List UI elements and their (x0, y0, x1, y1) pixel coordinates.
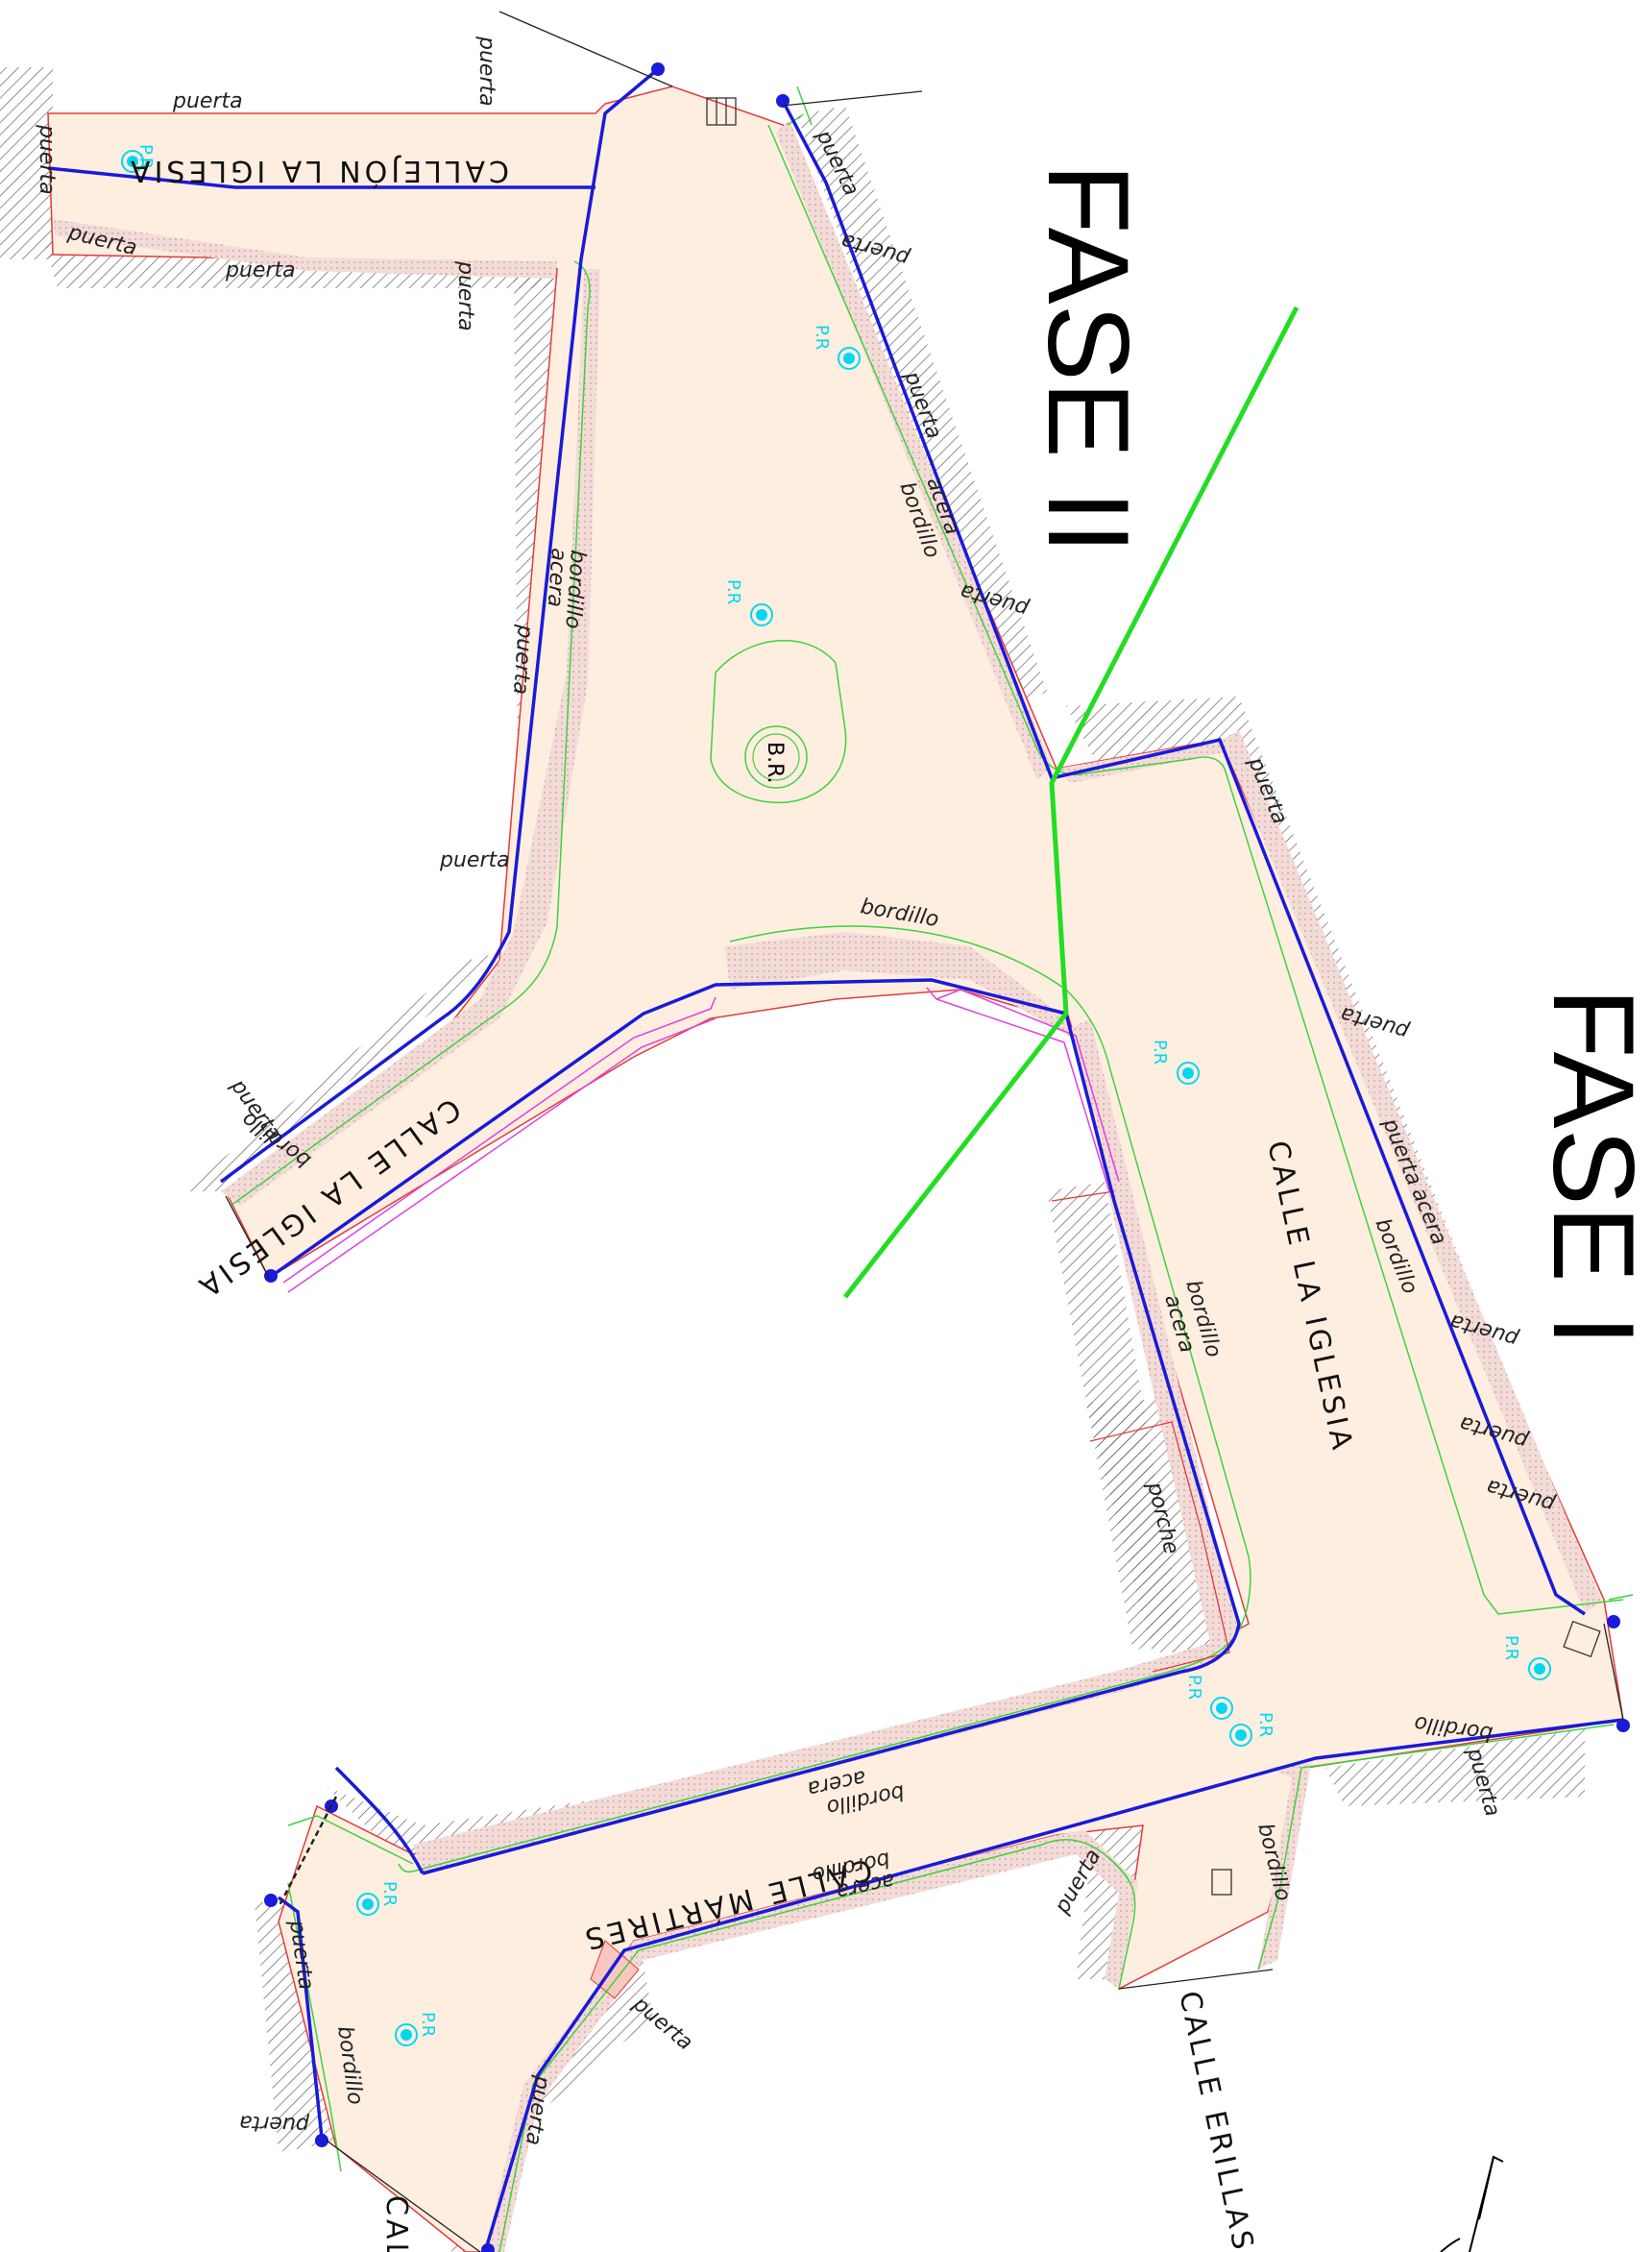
svg-text:P.R: P.R (812, 325, 832, 350)
svg-text:puerta: puerta (35, 124, 59, 195)
svg-text:P.R: P.R (1501, 1635, 1521, 1660)
svg-text:P.R: P.R (723, 579, 743, 604)
street-erillas: CALLE ERILLAS (1172, 1988, 1260, 2252)
svg-text:P.R: P.R (1150, 1040, 1170, 1065)
svg-text:puerta: puerta (239, 2110, 310, 2137)
br-circle (744, 725, 808, 789)
sidewalks (53, 120, 1602, 2252)
light-2: P.R (812, 325, 861, 370)
svg-text:puerta: puerta (172, 89, 243, 113)
street-cut: CALL (379, 2195, 413, 2252)
svg-text:puerta: puerta (225, 258, 296, 282)
phase-line (843, 306, 1300, 1299)
fase-1-label: FASE I (1529, 988, 1652, 1346)
light-7: P.R (1229, 1712, 1275, 1747)
central-island: B.R. (710, 639, 847, 804)
boundary-lines (225, 11, 1624, 2252)
light-6: P.R (1184, 1675, 1233, 1720)
svg-text:P.R: P.R (1184, 1675, 1204, 1700)
magenta-lines (282, 987, 1120, 1293)
light-9: P.R (395, 2012, 438, 2046)
svg-text:puerta: puerta (474, 36, 498, 107)
north-arrow-icon (1440, 2155, 1504, 2252)
street-lights: P.R P.R P.R P.R P.R P.R P.R P.R P.R (121, 144, 1551, 2046)
svg-text:acera: acera (543, 548, 571, 608)
light-5: P.R (1501, 1635, 1551, 1680)
svg-text:puerta: puerta (508, 624, 537, 696)
svg-text:P.R: P.R (135, 144, 156, 169)
light-1: P.R (121, 144, 156, 173)
svg-text:P.R: P.R (1255, 1712, 1275, 1737)
fase-2-label: FASE II (1024, 163, 1153, 554)
porche-area (1051, 1190, 1230, 1673)
endpoints (264, 62, 1630, 2252)
br-label: B.R. (763, 742, 787, 784)
light-3: P.R (723, 579, 773, 626)
drain-grates (706, 97, 1601, 1896)
svg-text:P.R: P.R (379, 1881, 400, 1906)
svg-text:puerta: puerta (453, 260, 477, 331)
street-callejon: CALLEJÓN LA IGLESIA (127, 154, 509, 189)
light-8: P.R (356, 1881, 400, 1916)
svg-text:bordillo: bordillo (560, 550, 590, 630)
svg-text:P.R: P.R (418, 2012, 438, 2037)
svg-text:puerta: puerta (439, 848, 510, 872)
light-4: P.R (1150, 1040, 1200, 1085)
